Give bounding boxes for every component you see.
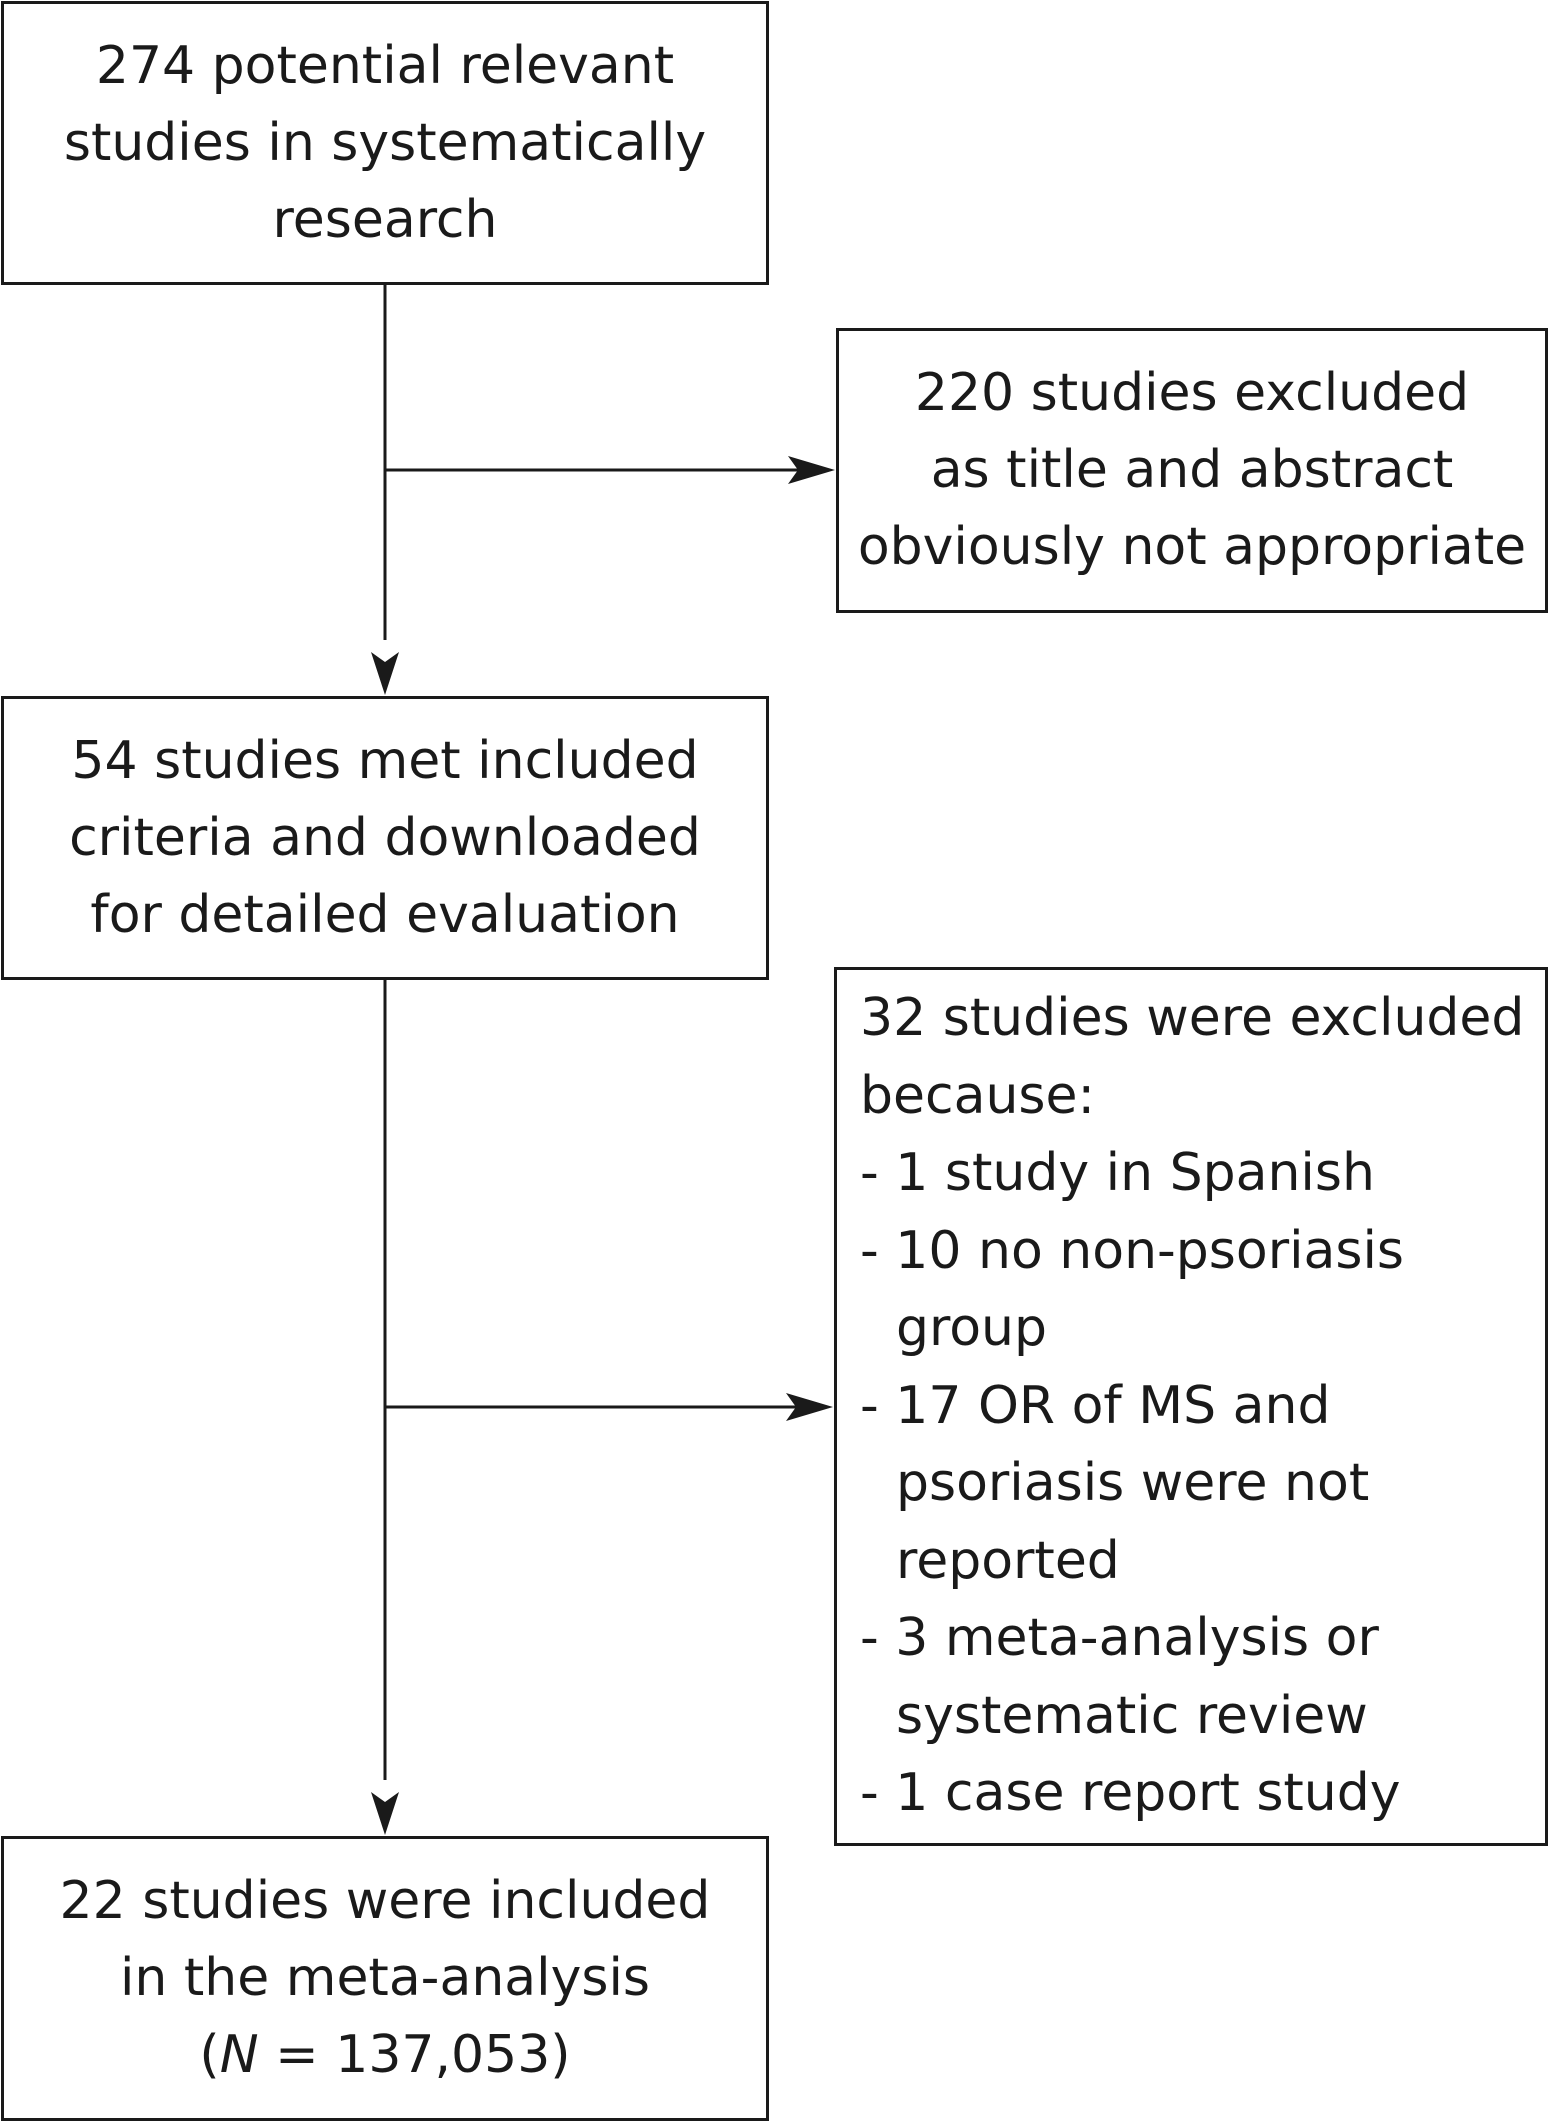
arrowhead-excluded-title [788, 456, 835, 484]
box-identified-line-3: research [272, 189, 498, 250]
exclusion-reason: - 3 meta-analysis or [860, 1608, 1379, 1669]
box-eligible-line-3: for detailed evaluation [90, 884, 680, 945]
box-eligible-studies: 54 studies met included criteria and dow… [1, 696, 769, 980]
box-excluded-title-line-1: 220 studies excluded [914, 363, 1470, 423]
sample-size-symbol: N [219, 2025, 259, 2085]
exclusion-reason-continued: group [896, 1298, 1048, 1359]
sample-size-open-paren: ( [199, 2025, 220, 2085]
box-excluded-title-line-3: obviously not appropriate [857, 517, 1527, 577]
box-included-line-2: in the meta-analysis [119, 1948, 650, 2008]
box-included-sample-size: (N = 137,053) [199, 2017, 570, 2094]
box-eligible-line-1: 54 studies met included [71, 730, 699, 791]
box-excluded-full-heading-1: 32 studies were excluded [860, 988, 1525, 1049]
exclusion-reason: - 10 no non-psoriasis [860, 1220, 1405, 1281]
exclusion-reason-continued: psoriasis were not [896, 1453, 1370, 1514]
box-included-line-1: 22 studies were included [59, 1871, 711, 1931]
exclusion-reason-continued: systematic review [896, 1685, 1368, 1746]
arrowhead-included [371, 1792, 399, 1835]
arrowhead-excluded-full [786, 1393, 833, 1421]
box-excluded-title-abstract: 220 studies excluded as title and abstra… [836, 328, 1548, 613]
box-excluded-full-heading-2: because: [860, 1065, 1096, 1126]
arrowhead-eligible [371, 652, 399, 695]
box-included-studies: 22 studies were included in the meta-ana… [1, 1836, 769, 2121]
box-excluded-full-text: 32 studies were excluded because: - 1 st… [834, 967, 1548, 1846]
sample-size-value: = 137,053) [258, 2025, 571, 2085]
box-excluded-title-line-2: as title and abstract [930, 440, 1454, 500]
box-identified-line-1: 274 potential relevant [95, 35, 675, 96]
exclusion-reason: - 1 case report study [860, 1763, 1401, 1824]
exclusion-reason: - 17 OR of MS and [860, 1375, 1331, 1436]
box-identified-studies: 274 potential relevant studies in system… [1, 1, 769, 285]
box-identified-line-2: studies in systematically [63, 112, 707, 173]
exclusion-reason-continued: reported [896, 1530, 1120, 1591]
box-eligible-line-2: criteria and downloaded [69, 807, 701, 868]
exclusion-reason: - 1 study in Spanish [860, 1143, 1375, 1204]
